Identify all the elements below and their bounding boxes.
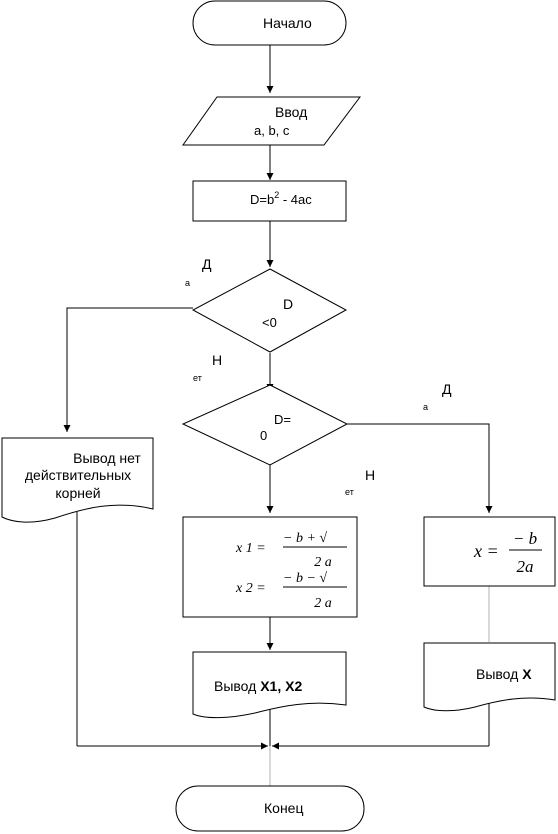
- discriminant-block: D=b2 - 4ac: [192, 180, 347, 222]
- input-title: Ввод: [275, 104, 307, 120]
- output-single: Вывод X: [423, 642, 556, 712]
- decision-2-yes-label: Д: [442, 381, 452, 397]
- single-root-block: x = − b 2a: [423, 516, 556, 587]
- discriminant-left: D=b: [250, 192, 274, 207]
- x2-numerator: − b − √: [283, 571, 327, 586]
- x2-lhs: x 2 =: [235, 581, 266, 596]
- decision-1-shape: [191, 268, 348, 353]
- decision-1: D <0 Д а Н ет: [185, 256, 348, 383]
- single-root-denominator: 2a: [517, 557, 534, 576]
- output-roots-prefix: Вывод: [214, 678, 260, 694]
- two-roots-block: x 1 = − b + √ 2 a x 2 = − b − √ 2 a: [182, 516, 358, 618]
- single-root-shape: [423, 516, 556, 587]
- no-roots-shape: [1, 437, 154, 523]
- discriminant-sup: 2: [274, 190, 279, 200]
- decision-1-yes-tail: а: [185, 278, 190, 288]
- output-single-shape: [423, 642, 556, 712]
- start-shape: [192, 0, 347, 46]
- decision-2-no-tail: ет: [345, 487, 354, 497]
- end-label: Конец: [264, 800, 303, 816]
- decision-1-no-label: Н: [212, 352, 222, 368]
- decision-2: D= 0 Д а Н ет: [181, 381, 452, 497]
- output-single-prefix: Вывод: [476, 666, 522, 682]
- decision-2-yes-tail: а: [423, 402, 428, 412]
- output-roots-bold: X1, X2: [260, 678, 302, 694]
- two-roots-shape: [182, 516, 358, 618]
- decision-1-no-tail: ет: [193, 373, 202, 383]
- input-shape: [182, 96, 361, 146]
- input-vars: a, b, c: [254, 123, 290, 138]
- output-single-bold: X: [522, 666, 532, 682]
- x1-lhs: x 1 =: [235, 541, 266, 556]
- decision-2-no-label: Н: [365, 467, 375, 483]
- no-roots-line2: действительных: [25, 467, 131, 483]
- single-root-lhs: x =: [473, 541, 499, 561]
- no-roots-output: Вывод нет действительных корней: [1, 437, 154, 523]
- decision-1-line1: D: [283, 296, 293, 312]
- discriminant-shape: [192, 180, 347, 222]
- output-roots: Вывод X1, X2: [192, 651, 347, 719]
- output-roots-text: Вывод X1, X2: [214, 678, 302, 694]
- input-block: Ввод a, b, c: [182, 96, 361, 146]
- no-roots-line1: Вывод нет: [73, 450, 141, 466]
- x1-numerator: − b + √: [283, 531, 327, 546]
- arrow-decision1-yes: [63, 307, 193, 432]
- x2-denominator: 2 a: [314, 596, 332, 611]
- end-shape: [175, 785, 365, 832]
- no-roots-line3: корней: [55, 485, 100, 501]
- decision-2-line2: 0: [260, 428, 267, 443]
- start-terminator: Начало: [192, 0, 347, 46]
- connectors: [63, 45, 493, 786]
- decision-1-line2: <0: [262, 315, 277, 330]
- start-label: Начало: [263, 15, 312, 31]
- x1-denominator: 2 a: [314, 555, 332, 570]
- decision-1-yes-label: Д: [202, 256, 212, 272]
- decision-2-shape: [181, 384, 349, 466]
- discriminant-formula: D=b2 - 4ac: [250, 190, 312, 207]
- single-root-numerator: − b: [513, 529, 537, 548]
- decision-2-line1: D=: [274, 412, 291, 427]
- discriminant-right: - 4ac: [279, 192, 312, 207]
- output-roots-shape: [192, 651, 347, 719]
- end-terminator: Конец: [175, 785, 365, 832]
- arrow-decision2-yes: [347, 423, 493, 513]
- output-single-text: Вывод X: [476, 666, 532, 682]
